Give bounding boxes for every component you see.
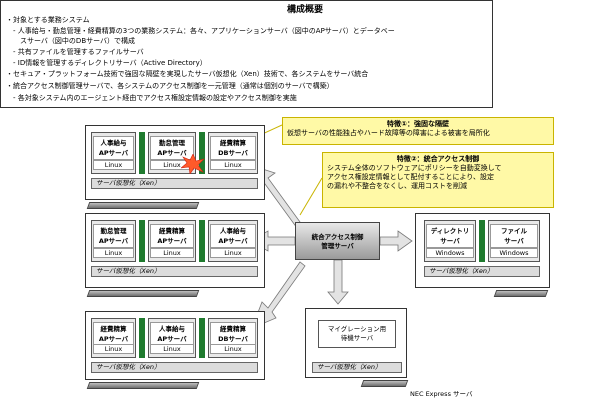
overview-line: - 人事給与・勤怠管理・経費精算の3つの業務システム：各々、アプリケーションサー… — [6, 27, 395, 35]
server-hardware-icon — [493, 290, 549, 297]
server-hardware-icon — [86, 382, 200, 389]
isolation-wall — [139, 220, 145, 262]
arrow-to-migration — [327, 259, 349, 305]
vm-os-label: Windows — [426, 248, 474, 258]
overview-line: - ID情報を管理するディレクトリサーバ（Active Directory） — [6, 59, 207, 67]
overview-line: ・セキュア・プラットフォーム技術で強固な隔壁を実現したサーバ仮想化（Xen）技術… — [6, 70, 369, 78]
callout-body: システム全体のソフトウェアにポリシーを自動変換して — [327, 164, 502, 172]
callout-feature2: 特徴②：統合アクセス制御 システム全体のソフトウェアにポリシーを自動変換して ア… — [322, 152, 554, 208]
server-hardware-icon — [86, 290, 200, 297]
server-hardware-icon — [86, 202, 200, 209]
vm-os-label: Linux — [93, 248, 134, 258]
host4-vm-2: ファイルサーバ Windows — [488, 220, 540, 262]
migration-standby-server: マイグレーション用待機サーバ — [318, 320, 396, 348]
host4-vm-1: ディレクトリサーバ Windows — [424, 220, 476, 262]
callout2-pointer — [299, 177, 323, 216]
overview-title: 構成概要 — [286, 5, 323, 15]
isolation-wall — [139, 132, 145, 174]
isolation-wall — [199, 220, 205, 262]
vm-os-label: Linux — [210, 160, 256, 170]
callout-feature1: 特徴①：強固な隔壁 仮想サーバの性能独占やハード故障等の障害による被害を局所化 — [282, 117, 554, 145]
vm-os-label: Linux — [93, 160, 134, 170]
vm-label: ディレクトリサーバ — [426, 224, 474, 248]
overview-line: - 各対象システム内のエージェント経由でアクセス権設定情報の設定やアクセス制御を… — [6, 94, 297, 102]
vm-os-label: Linux — [210, 248, 256, 258]
callout-title: 特徴①：強固な隔壁 — [387, 120, 449, 128]
xen-label: サーバ仮想化（Xen） — [312, 362, 402, 373]
xen-label: サーバ仮想化（Xen） — [91, 178, 258, 189]
arrow-to-host4 — [379, 230, 413, 252]
fault-burst-icon — [181, 154, 205, 174]
overview-box: 構成概要 ・対象とする業務システム - 人事給与・勤怠管理・経費精算の3つの業務… — [0, 0, 493, 108]
vm-os-label: Linux — [93, 344, 134, 354]
callout-body: の漏れや不整合をなくし、運用コストを削減 — [327, 182, 467, 190]
isolation-wall — [139, 318, 145, 358]
vm-os-label: Linux — [210, 344, 256, 354]
xen-label: サーバ仮想化（Xen） — [91, 266, 258, 277]
host4-box: ディレクトリサーバ Windows ファイルサーバ Windows サーバ仮想化… — [415, 213, 550, 288]
nec-express-label: NEC Express サーバ — [410, 390, 473, 398]
access-control-mgmt-server: 統合アクセス制御管理サーバ — [295, 222, 380, 260]
overview-line: ・対象とする業務システム — [6, 16, 90, 24]
callout-title: 特徴②：統合アクセス制御 — [396, 155, 480, 163]
xen-label: サーバ仮想化（Xen） — [424, 266, 540, 277]
xen-label: サーバ仮想化（Xen） — [91, 362, 258, 373]
isolation-wall — [199, 318, 205, 358]
vm-os-label: Linux — [150, 344, 194, 354]
vm-label: ファイルサーバ — [490, 224, 538, 248]
overview-line: ・統合アクセス制御管理サーバで、各システムのアクセス制御を一元管理（通常は個別の… — [6, 82, 334, 90]
isolation-wall — [479, 220, 485, 262]
vm-os-label: Linux — [150, 248, 194, 258]
overview-line: スサーバ（図中のDBサーバ）で構成 — [6, 37, 136, 45]
callout-body: 仮想サーバの性能独占やハード故障等の障害による被害を局所化 — [287, 129, 490, 137]
callout-body: アクセス権設定情報として配付することにより、設定 — [327, 173, 495, 181]
server-hardware-icon — [360, 380, 409, 387]
isolation-wall — [199, 132, 205, 174]
vm-os-label: Windows — [490, 248, 538, 258]
overview-line: - 共有ファイルを管理するファイルサーバ — [6, 48, 144, 56]
